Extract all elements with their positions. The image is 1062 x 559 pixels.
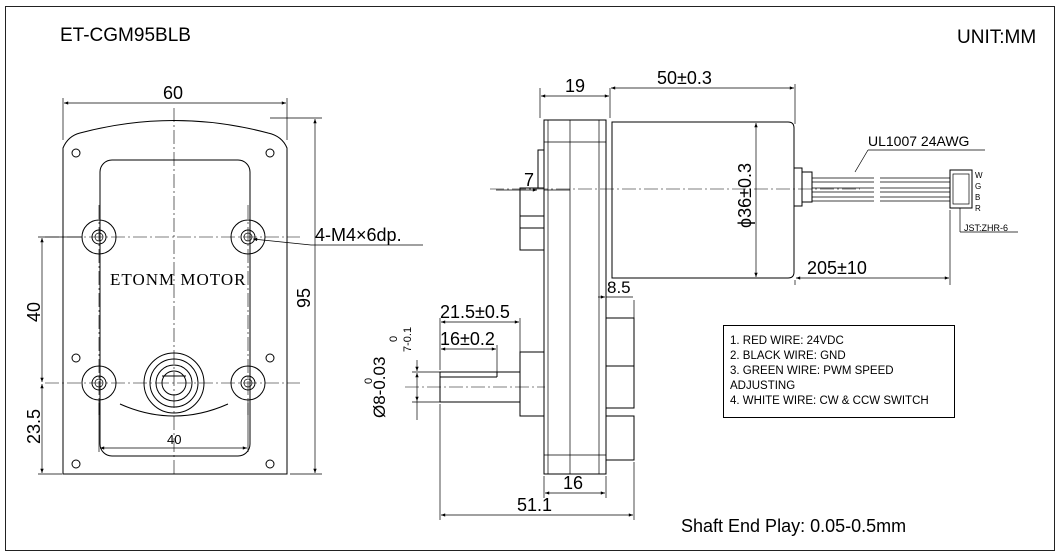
motor-body bbox=[605, 121, 795, 279]
connector-label: JST:ZHR-6 bbox=[964, 223, 1008, 233]
dim-hole-spacing-vertical: 40 bbox=[24, 302, 44, 322]
shaft-boss-rim bbox=[119, 403, 229, 417]
wire-letter-r: R bbox=[975, 204, 981, 213]
side-view: W G B R JST:ZHR-6 UL1007 24AWG 19 50±0.3… bbox=[363, 68, 1018, 520]
note-black-wire: 2. BLACK WIRE: GND bbox=[730, 350, 846, 362]
wire-letter-g: G bbox=[975, 182, 981, 191]
corner-screws bbox=[71, 148, 275, 469]
dim-total-length: 51.1 bbox=[517, 495, 552, 515]
dim-shaft-length-1: 21.5±0.5 bbox=[440, 302, 510, 322]
dim-shaft-length-2: 16±0.2 bbox=[440, 329, 495, 349]
wire-spec: UL1007 24AWG bbox=[868, 133, 969, 149]
side-boss-bottom bbox=[519, 351, 545, 417]
note-white-wire: 4. WHITE WIRE: CW & CCW SWITCH bbox=[730, 395, 929, 407]
front-view: ETONM MOTOR 60 95 40 23.5 40 4-M4×6dp. bbox=[24, 83, 423, 476]
model-title: ET-CGM95BLB bbox=[60, 25, 191, 46]
front-inner-recess bbox=[99, 159, 251, 457]
dim-boss-width: 8.5 bbox=[607, 278, 631, 297]
front-plate-outline bbox=[62, 120, 288, 475]
dim-motor-diameter: ϕ36±0.3 bbox=[735, 163, 755, 228]
side-right-boss-1 bbox=[605, 317, 635, 367]
dim-flat-tol-lower: 7-0.1 bbox=[402, 327, 414, 352]
dim-hole-spacing-horizontal: 40 bbox=[167, 432, 181, 447]
dim-gearbox-width: 19 bbox=[565, 76, 585, 96]
dim-shaft-offset: 23.5 bbox=[24, 409, 44, 444]
drawing-frame bbox=[5, 6, 1055, 551]
note-red-wire: 1. RED WIRE: 24VDC bbox=[730, 335, 844, 347]
dim-shaft-dia-tol-upper: 0 bbox=[363, 378, 375, 384]
gearbox-body bbox=[543, 119, 607, 475]
dim-seven: 7 bbox=[524, 170, 534, 190]
wire-harness bbox=[812, 174, 950, 206]
dim-bottom-16: 16 bbox=[563, 473, 583, 493]
unit-label: UNIT:MM bbox=[957, 27, 1036, 48]
mounting-hole-top-right bbox=[230, 219, 266, 255]
note-green-wire: 3. GREEN WIRE: PWM SPEED bbox=[730, 365, 894, 377]
side-right-boss-3 bbox=[605, 415, 635, 461]
shaft-end-play: Shaft End Play: 0.05-0.5mm bbox=[681, 516, 906, 536]
motor-end-cap bbox=[793, 167, 803, 207]
wire-letter-b: B bbox=[975, 193, 980, 202]
dim-shaft-diameter: Ø8-0.03 bbox=[370, 357, 389, 418]
dim-front-width: 60 bbox=[163, 83, 183, 103]
dim-flat-tol-upper: 0 bbox=[388, 336, 400, 342]
wire-notes-box: 1. RED WIRE: 24VDC 2. BLACK WIRE: GND 3.… bbox=[723, 325, 955, 418]
thread-callout: 4-M4×6dp. bbox=[315, 225, 402, 245]
dim-front-height: 95 bbox=[294, 288, 314, 308]
jst-connector bbox=[949, 169, 973, 209]
note-green-wire-cont: ADJUSTING bbox=[730, 380, 796, 392]
dim-motor-length: 50±0.3 bbox=[657, 68, 712, 88]
wire-letter-w: W bbox=[975, 171, 983, 180]
dim-wire-length: 205±10 bbox=[807, 258, 867, 278]
output-shaft-boss bbox=[143, 352, 205, 414]
logo-text: ETONM MOTOR bbox=[110, 270, 246, 289]
side-boss-top bbox=[519, 187, 545, 229]
side-right-boss-2 bbox=[605, 365, 635, 409]
